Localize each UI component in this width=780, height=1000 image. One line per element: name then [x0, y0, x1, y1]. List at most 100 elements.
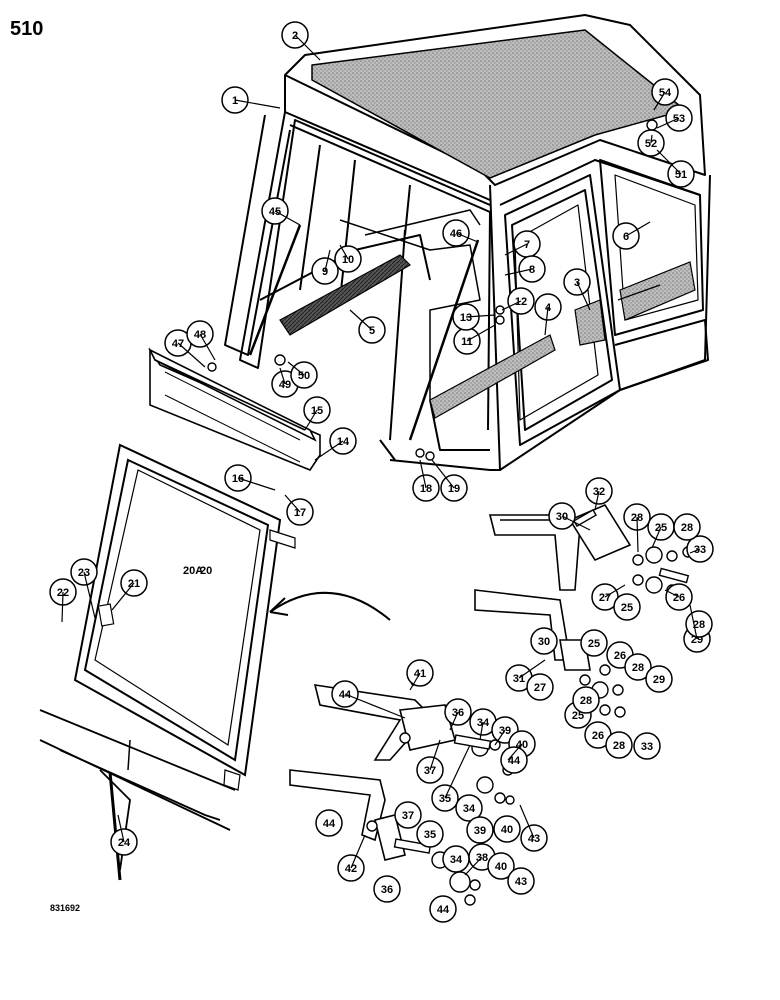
callout-26: 26: [584, 721, 612, 749]
leader-line: [501, 300, 522, 311]
callout-label: 46: [450, 228, 462, 240]
callout-circle: [624, 653, 652, 681]
leader-line: [504, 243, 528, 256]
leader-line: [234, 99, 281, 109]
front-panels: [148, 347, 321, 471]
leader-line: [664, 589, 680, 598]
callout-label: 54: [659, 87, 672, 99]
seals: [279, 254, 696, 419]
callout-circle: [487, 852, 515, 880]
leader-line: [455, 232, 479, 243]
leader-line: [656, 149, 682, 175]
leader-line: [650, 134, 653, 144]
leader-line: [507, 743, 523, 761]
callout-label: 49: [279, 379, 291, 391]
callout-circle: [455, 794, 483, 822]
callout-label: 51: [675, 169, 687, 181]
callout-label: 43: [515, 876, 527, 888]
callout-label: 29: [653, 674, 665, 686]
drawing-number: 831692: [50, 903, 81, 913]
callout-label: 40: [495, 861, 507, 873]
callout-circle: [493, 815, 521, 843]
callout-40: 40: [493, 815, 521, 843]
callout-28: 28: [572, 686, 600, 714]
callout-28: 28: [624, 653, 652, 681]
callout-circle: [613, 593, 641, 621]
callout-circle: [315, 809, 343, 837]
leader-line: [314, 440, 344, 461]
leader-line: [431, 459, 455, 489]
callout-label: 24: [118, 837, 131, 849]
callout-39: 39: [466, 816, 494, 844]
leader-line: [656, 117, 680, 129]
leader-line: [466, 324, 496, 342]
cab-frame: [224, 14, 711, 471]
callout-35: 35: [416, 820, 444, 848]
callout-circle: [645, 665, 673, 693]
callout-37: 37: [394, 801, 422, 829]
callout-circle: [673, 513, 701, 541]
callout-label: 30: [538, 636, 550, 648]
windshield-assembly: [73, 443, 296, 791]
leader-line: [519, 804, 535, 839]
callout-44: 44: [500, 746, 528, 774]
callout-circle: [605, 731, 633, 759]
leader-line: [625, 221, 651, 237]
leader-line: [594, 490, 600, 511]
callout-circle: [429, 895, 457, 923]
callout-label: 26: [592, 730, 604, 742]
callout-label: 5: [369, 325, 375, 337]
callout-label: 44: [437, 904, 450, 916]
callout-44: 44: [429, 895, 457, 923]
callout-34: 34: [442, 845, 470, 873]
callout-37: 37: [416, 756, 444, 784]
callout-label: 27: [534, 682, 546, 694]
callout-label: 26: [614, 650, 626, 662]
callout-label: 44: [339, 689, 352, 701]
gas-struts: [248, 224, 480, 441]
leader-line: [279, 367, 286, 385]
leader-line: [604, 584, 626, 598]
leader-line: [444, 744, 471, 799]
callout-circle: [530, 627, 558, 655]
callout-circle: [500, 746, 528, 774]
callout-label: 7: [524, 239, 530, 251]
leader-line: [83, 571, 96, 619]
leader-line: [287, 361, 305, 376]
leader-line: [465, 314, 496, 318]
callout-label: 28: [613, 740, 625, 752]
callout-label: 30: [556, 511, 568, 523]
callout-label: 44: [323, 818, 336, 830]
callout-circle: [580, 629, 608, 657]
callout-20A: 20A: [183, 565, 203, 577]
arrows: [127, 591, 391, 771]
callout-label: 28: [580, 695, 592, 707]
leader-line: [344, 693, 406, 719]
callout-label: 19: [448, 483, 460, 495]
callout-circle: [466, 816, 494, 844]
leader-line: [117, 814, 125, 843]
callout-label: 33: [694, 544, 706, 556]
callout-label: 6: [623, 231, 629, 243]
callout-label: 40: [501, 824, 513, 836]
callout-label: 17: [294, 507, 306, 519]
leader-line: [449, 711, 459, 731]
leader-line: [177, 342, 206, 368]
callout-label: 37: [424, 765, 436, 777]
callout-label: 53: [673, 113, 685, 125]
callout-label: 25: [621, 602, 633, 614]
callout-label: 8: [529, 264, 535, 276]
callout-circle: [572, 686, 600, 714]
callout-label: 44: [508, 755, 521, 767]
callout-25: 25: [613, 593, 641, 621]
leader-line: [324, 249, 331, 272]
leader-line: [274, 210, 301, 226]
callout-label: 37: [402, 810, 414, 822]
leader-line: [689, 604, 698, 640]
callout-label: 34: [463, 803, 476, 815]
leader-line: [576, 281, 591, 311]
leader-line: [651, 526, 662, 549]
leader-line: [237, 477, 276, 491]
callout-label: 33: [641, 741, 653, 753]
callout-36: 36: [373, 875, 401, 903]
